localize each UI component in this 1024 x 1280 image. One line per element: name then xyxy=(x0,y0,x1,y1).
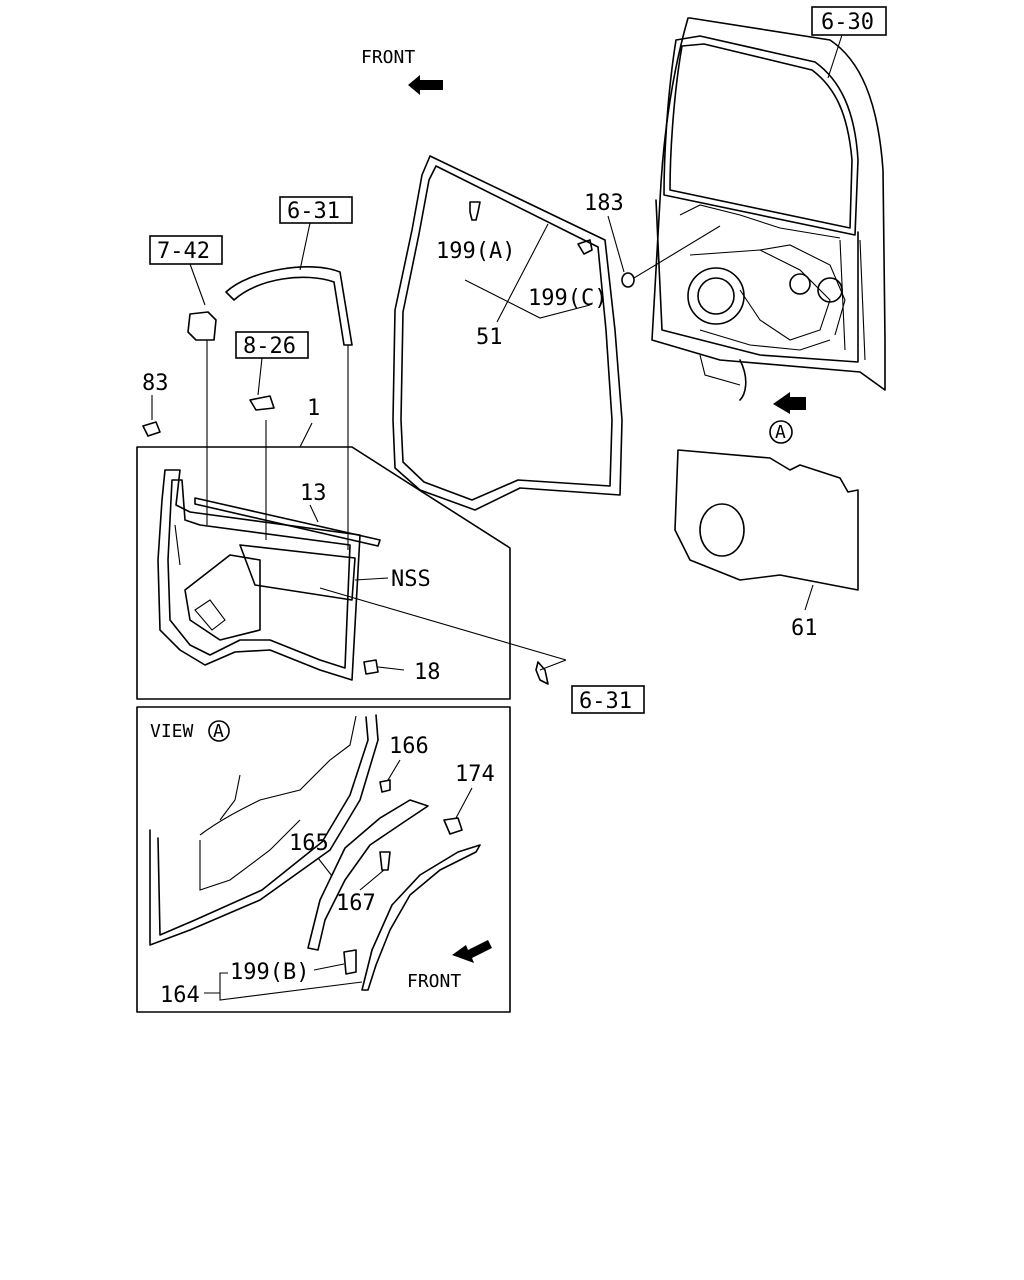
screw-174-icon xyxy=(443,817,463,835)
ref-6-31-bottom-label: 6-31 xyxy=(579,689,632,714)
nss-label: NSS xyxy=(391,567,431,592)
clip-199a-icon xyxy=(469,201,481,221)
front-label-bottom: FRONT xyxy=(407,971,461,992)
circle-a-label: A xyxy=(775,422,786,443)
circle-a-marker xyxy=(769,420,793,444)
ref-6-31-bottom-box xyxy=(571,685,645,714)
ref-8-26-label: 8-26 xyxy=(243,334,296,359)
bolt-83-icon xyxy=(142,421,161,437)
clip-199c-icon xyxy=(577,239,593,255)
part-166-label: 166 xyxy=(389,734,429,759)
clip-166-icon xyxy=(379,779,391,793)
view-a-title: VIEW xyxy=(150,721,194,742)
screw-18-icon xyxy=(363,659,379,675)
part-199a-label: 199(A) xyxy=(436,239,515,264)
ref-6-31-top-label: 6-31 xyxy=(287,199,340,224)
part-199c-label: 199(C) xyxy=(528,286,607,311)
ref-6-30-box xyxy=(811,6,887,36)
ref-8-26-box xyxy=(235,331,309,359)
part-1-label: 1 xyxy=(307,396,320,421)
trim-strip-13 xyxy=(194,497,381,547)
plug-183 xyxy=(621,272,635,288)
part-165-label: 165 xyxy=(289,831,329,856)
weatherstrip-51 xyxy=(392,155,623,511)
front-label-top: FRONT xyxy=(361,47,415,68)
clip-6-31-bottom xyxy=(535,661,549,685)
bracket-7-42 xyxy=(187,311,217,341)
part-164-label: 164 xyxy=(160,983,200,1008)
part-183-label: 183 xyxy=(584,191,624,216)
ref-7-42-label: 7-42 xyxy=(157,239,210,264)
insulator-61 xyxy=(674,449,859,591)
part-61-label: 61 xyxy=(791,616,818,641)
front-arrow-top-icon xyxy=(408,75,443,95)
part-174-label: 174 xyxy=(455,762,495,787)
front-arrow-bottom-icon xyxy=(452,940,492,963)
door-trim-panel xyxy=(157,469,361,681)
view-a-box xyxy=(136,706,511,1013)
part-13-label: 13 xyxy=(300,481,327,506)
clip-199b-icon xyxy=(343,949,357,975)
box-1-frame xyxy=(136,446,511,700)
wire-harness-165 xyxy=(307,799,429,951)
part-199b-label: 199(B) xyxy=(230,960,309,985)
part-18-label: 18 xyxy=(414,660,441,685)
ref-7-42-box xyxy=(149,235,223,265)
view-a-arrow-icon xyxy=(773,392,806,414)
ref-6-31-top-box xyxy=(279,196,353,224)
part-83-label: 83 xyxy=(142,371,169,396)
view-a-door-section xyxy=(149,714,379,946)
part-51-label: 51 xyxy=(476,325,503,350)
view-a-circle-label: A xyxy=(213,721,224,742)
clip-167-icon xyxy=(379,851,391,871)
switch-8-26 xyxy=(249,395,275,411)
part-167-label: 167 xyxy=(336,891,376,916)
ref-6-30-label: 6-30 xyxy=(821,10,874,35)
wheelhouse-trim-164 xyxy=(361,844,481,991)
door-frame xyxy=(651,17,886,401)
